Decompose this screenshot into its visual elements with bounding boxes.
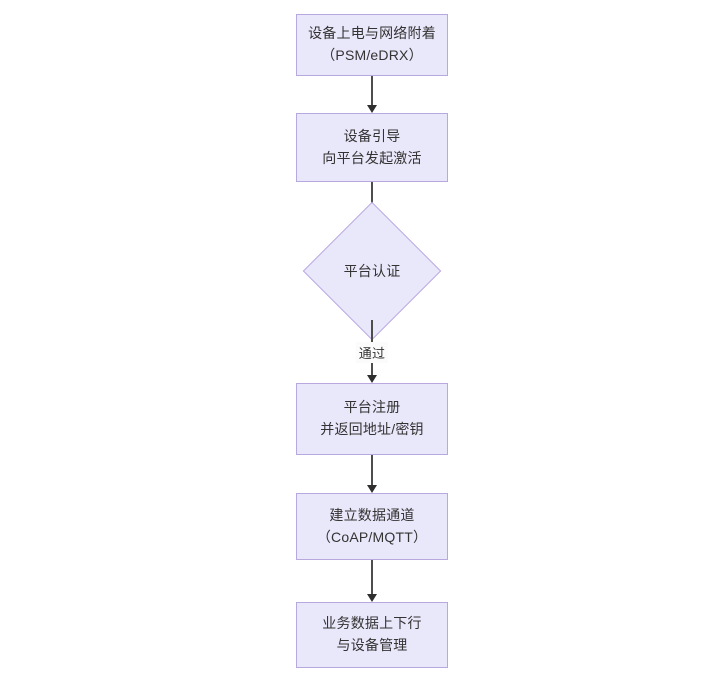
node-bootstrap-line-2: 向平台发起激活	[322, 149, 422, 166]
node-power-on-line-2: （PSM/eDRX）	[321, 47, 423, 63]
node-platform-register[interactable]: 平台注册 并返回地址/密钥	[296, 383, 448, 455]
connector-data-channel-to-service-data	[371, 560, 373, 594]
node-service-data-line-1: 业务数据上下行	[322, 615, 422, 632]
arrowhead-power-on-to-bootstrap	[367, 105, 377, 113]
node-platform-auth[interactable]: 平台认证	[302, 201, 442, 341]
node-power-on-line-1: 设备上电与网络附着	[308, 25, 436, 42]
connector-bootstrap-to-platform-auth	[371, 182, 373, 214]
arrowhead-platform-auth-to-register	[367, 375, 377, 383]
node-data-channel-line-2: （CoAP/MQTT）	[316, 528, 428, 545]
node-platform-register-line-1: 平台注册	[343, 399, 401, 416]
connector-register-to-data-channel	[371, 455, 373, 485]
node-service-data[interactable]: 业务数据上下行 与设备管理	[296, 602, 448, 668]
node-bootstrap-line-1: 设备引导	[343, 127, 401, 144]
connector-power-on-to-bootstrap	[371, 76, 373, 105]
node-service-data-line-2: 与设备管理	[336, 637, 408, 653]
node-power-on[interactable]: 设备上电与网络附着 （PSM/eDRX）	[296, 14, 448, 76]
node-platform-register-line-2: 并返回地址/密钥	[320, 421, 424, 437]
arrowhead-data-channel-to-service-data	[367, 594, 377, 602]
node-data-channel-line-1: 建立数据通道	[329, 506, 415, 523]
node-platform-auth-label: 平台认证	[343, 263, 401, 279]
node-data-channel[interactable]: 建立数据通道 （CoAP/MQTT）	[296, 493, 448, 560]
edge-label-pass: 通过	[355, 342, 389, 363]
arrowhead-register-to-data-channel	[367, 485, 377, 493]
node-bootstrap[interactable]: 设备引导 向平台发起激活	[296, 113, 448, 182]
